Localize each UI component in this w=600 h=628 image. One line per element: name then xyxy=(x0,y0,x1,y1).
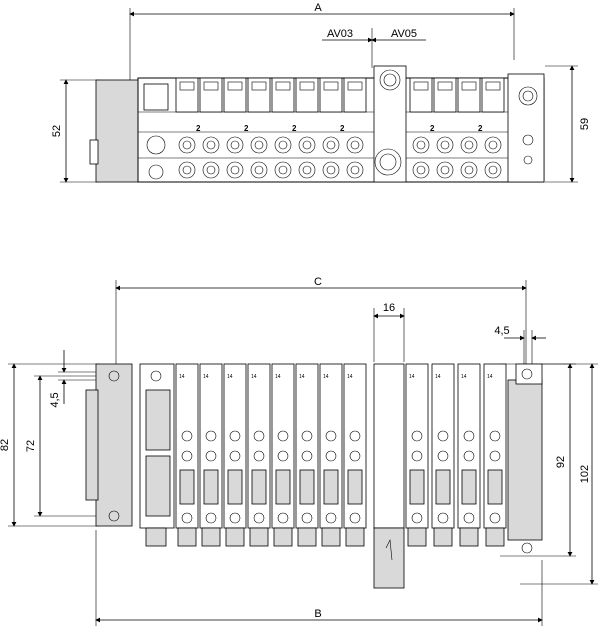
dim-92-label: 92 xyxy=(555,456,567,468)
valve-mark: 2 xyxy=(340,124,345,133)
dim-c-label: C xyxy=(314,276,322,288)
valve-mark: 2 xyxy=(244,124,249,133)
front-valve: 14 xyxy=(247,363,271,547)
top-valve xyxy=(223,77,247,179)
valve-port-label: 14 xyxy=(203,374,209,380)
front-valve: 14 xyxy=(405,363,429,547)
top-valve xyxy=(319,77,343,179)
front-valve: 14 xyxy=(295,363,319,547)
front-valve: 14 xyxy=(271,363,295,547)
dim-59-label: 59 xyxy=(579,118,591,130)
top-valve xyxy=(175,77,199,179)
top-valve xyxy=(409,77,433,179)
valve-port-label: 14 xyxy=(435,374,441,380)
dim-52-label: 52 xyxy=(51,125,63,137)
top-valve xyxy=(271,77,295,179)
dim-av03-label: AV03 xyxy=(327,28,353,40)
valve-mark: 2 xyxy=(478,124,483,133)
dim-4-5-left-label: 4,5 xyxy=(49,392,61,407)
front-valve: 14 xyxy=(483,363,507,547)
dim-16-label: 16 xyxy=(383,302,395,314)
valve-mark: 2 xyxy=(292,124,297,133)
valve-port-label: 14 xyxy=(251,374,257,380)
valve-port-label: 14 xyxy=(227,374,233,380)
top-valve xyxy=(247,77,271,179)
top-valve xyxy=(295,77,319,179)
valve-port-label: 14 xyxy=(347,374,353,380)
valve-port-label: 14 xyxy=(461,374,467,380)
front-valve: 14 xyxy=(319,363,343,547)
valve-port-label: 14 xyxy=(409,374,415,380)
dim-72-label: 72 xyxy=(25,440,37,452)
dim-a-label: A xyxy=(314,2,322,14)
front-valve: 14 xyxy=(457,363,481,547)
top-view: A AV03 AV05 52 59 2 2 2 2 2 2 xyxy=(51,2,591,183)
top-valve xyxy=(343,77,367,179)
front-valve: 14 xyxy=(343,363,367,547)
valve-port-label: 14 xyxy=(487,374,493,380)
valve-mark: 2 xyxy=(196,124,201,133)
dim-4-5-right-label: 4,5 xyxy=(494,325,509,337)
valve-mark: 2 xyxy=(430,124,435,133)
front-valve: 14 xyxy=(431,363,455,547)
valve-port-label: 14 xyxy=(179,374,185,380)
top-valve xyxy=(457,77,481,179)
dim-102-label: 102 xyxy=(579,465,591,483)
dim-av05-label: AV05 xyxy=(391,28,417,40)
front-view: C 16 4,5 82 72 4,5 92 xyxy=(0,276,598,626)
front-valve: 14 xyxy=(175,363,199,547)
front-valve: 14 xyxy=(223,363,247,547)
top-valve xyxy=(199,77,223,179)
valve-port-label: 14 xyxy=(299,374,305,380)
dim-b-label: B xyxy=(314,608,321,620)
top-valve xyxy=(481,77,505,179)
valve-port-label: 14 xyxy=(275,374,281,380)
dim-82-label: 82 xyxy=(0,439,11,451)
valve-port-label: 14 xyxy=(323,374,329,380)
front-valve: 14 xyxy=(199,363,223,547)
top-valve xyxy=(433,77,457,179)
